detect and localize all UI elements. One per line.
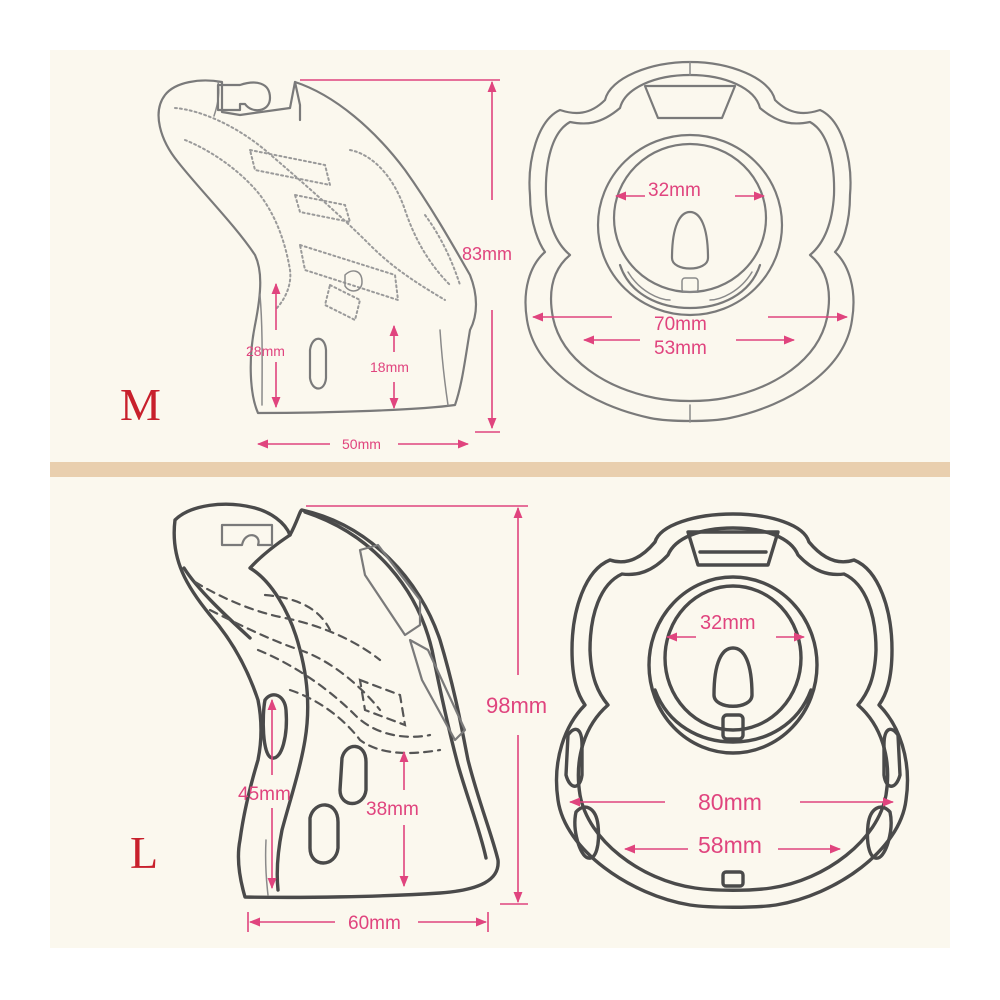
l-lower-height-inner-dimension: 38mm bbox=[366, 750, 419, 888]
panel-divider bbox=[50, 462, 950, 477]
panel-l: 98mm 45mm 38mm 60mm L bbox=[130, 502, 910, 934]
m-inner-width-label: 53mm bbox=[654, 338, 707, 359]
m-ring-diameter-dimension: 32mm bbox=[614, 180, 766, 201]
m-lower-height-inner-dimension: 18mm bbox=[370, 324, 409, 410]
l-side-view-drawing bbox=[172, 502, 500, 900]
m-ring-diameter-label: 32mm bbox=[648, 180, 701, 201]
m-base-width-dimension: 50mm bbox=[256, 436, 470, 452]
l-ring-diameter-label: 32mm bbox=[700, 612, 756, 634]
panel-m-background bbox=[50, 50, 950, 462]
l-height-dimension: 98mm bbox=[306, 505, 547, 905]
panel-m: 83mm 28mm 18mm 50mm M bbox=[120, 60, 855, 452]
m-outer-width-dimension: 70mm bbox=[531, 312, 849, 335]
m-lower-height-outer-label: 28mm bbox=[246, 343, 285, 359]
m-base-width-label: 50mm bbox=[342, 436, 381, 452]
m-height-label: 83mm bbox=[462, 244, 512, 264]
l-height-label: 98mm bbox=[486, 693, 547, 718]
l-size-letter: L bbox=[130, 827, 158, 878]
m-lower-height-inner-label: 18mm bbox=[370, 359, 409, 375]
l-base-width-label: 60mm bbox=[348, 913, 401, 934]
l-lower-height-outer-label: 45mm bbox=[238, 784, 291, 805]
m-side-view-drawing bbox=[157, 79, 478, 415]
m-front-view-drawing bbox=[524, 60, 855, 423]
l-lower-height-inner-label: 38mm bbox=[366, 799, 419, 820]
l-front-view-drawing bbox=[554, 512, 910, 909]
l-base-width-dimension: 60mm bbox=[247, 912, 489, 934]
l-inner-width-label: 58mm bbox=[698, 832, 762, 858]
l-outer-width-label: 80mm bbox=[698, 789, 762, 815]
m-outer-width-label: 70mm bbox=[654, 314, 707, 335]
l-lower-height-outer-dimension: 45mm bbox=[238, 698, 291, 890]
l-ring-diameter-dimension: 32mm bbox=[665, 612, 806, 642]
m-inner-width-dimension: 53mm bbox=[582, 335, 796, 359]
m-lower-height-outer-dimension: 28mm bbox=[246, 282, 285, 409]
m-size-letter: M bbox=[120, 379, 161, 430]
l-inner-width-dimension: 58mm bbox=[623, 832, 842, 858]
m-height-dimension: 83mm bbox=[300, 79, 512, 433]
l-outer-width-dimension: 80mm bbox=[568, 789, 895, 815]
